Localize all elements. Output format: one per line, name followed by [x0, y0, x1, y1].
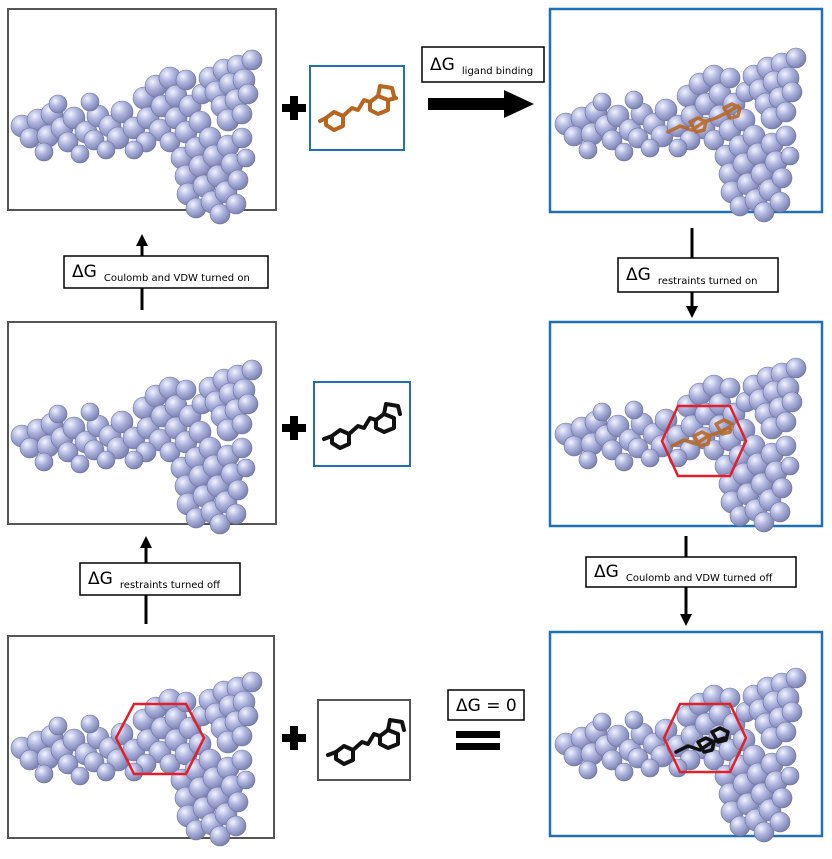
ligand-binding-step: ΔG ligand binding [421, 46, 545, 118]
delta-g-symbol: ΔG [72, 262, 97, 282]
label-box [79, 562, 241, 596]
ligand-molecule [326, 718, 406, 766]
label-box [63, 255, 269, 289]
ligand-molecule [318, 84, 398, 132]
restraint-hexagon [662, 702, 748, 774]
restraints-on-step: ΔG restraints turned on [617, 228, 779, 318]
plus-sign [282, 96, 306, 120]
plus-sign [282, 416, 306, 440]
label-box [585, 556, 797, 588]
decoupled-ligand [674, 726, 730, 754]
label-box [421, 46, 545, 83]
svg-text:ΔG Coulomb and VDW turne: ΔG Coulomb and VDW turned on [72, 262, 250, 284]
bound-ligand [666, 102, 742, 134]
label-box [447, 689, 525, 721]
equals-sign [456, 731, 500, 750]
delta-g-symbol: ΔG [430, 55, 455, 75]
label-subscript: Coulomb and VDW turned off [626, 573, 774, 584]
coulomb-vdw-on-step: ΔG Coulomb and VDW turned on [63, 234, 269, 310]
bound-ligand [670, 418, 734, 448]
ligand-panel-decoupled-vacuum [317, 699, 411, 781]
ligand-panel-decoupled-solvated [313, 381, 411, 467]
arrow-right [428, 90, 534, 118]
zero-free-energy-step: ΔG = 0 [447, 689, 525, 750]
delta-g-symbol: ΔG [626, 265, 651, 285]
svg-text:ΔG Coulomb and VDW turne: ΔG Coulomb and VDW turned off [594, 562, 773, 584]
label-subscript: ligand binding [462, 66, 533, 77]
label-box [617, 257, 779, 293]
state-bound-complex [548, 7, 824, 223]
ligand-panel-coupled [309, 65, 405, 151]
state-restrained-decoupled-complex [548, 630, 824, 843]
label-subscript: restraints turned off [120, 580, 221, 591]
plus-sign [282, 726, 306, 750]
restraint-hexagon [114, 702, 206, 776]
restraints-off-step: ΔG restraints turned off [79, 536, 241, 624]
state-restrained-complex [548, 320, 824, 533]
restraint-hexagon [660, 404, 748, 478]
state-decoupled-separate [7, 321, 277, 535]
delta-g-zero-label: ΔG = 0 [456, 696, 517, 716]
svg-text:ΔG restraints turned on: ΔG restraints turned on [626, 265, 757, 287]
delta-g-symbol: ΔG [88, 569, 113, 589]
label-subscript: Coulomb and VDW turned on [104, 273, 250, 284]
label-subscript: restraints turned on [658, 276, 758, 287]
svg-text:ΔG ligand binding: ΔG ligand binding [430, 55, 533, 77]
coulomb-vdw-off-step: ΔG Coulomb and VDW turned off [585, 536, 797, 626]
state-restrained-separate [7, 635, 275, 847]
ligand-molecule [322, 402, 402, 450]
state-coupled-separate [7, 8, 277, 225]
delta-g-symbol: ΔG [594, 562, 619, 582]
svg-text:ΔG restraints turned off: ΔG restraints turned off [88, 569, 221, 591]
